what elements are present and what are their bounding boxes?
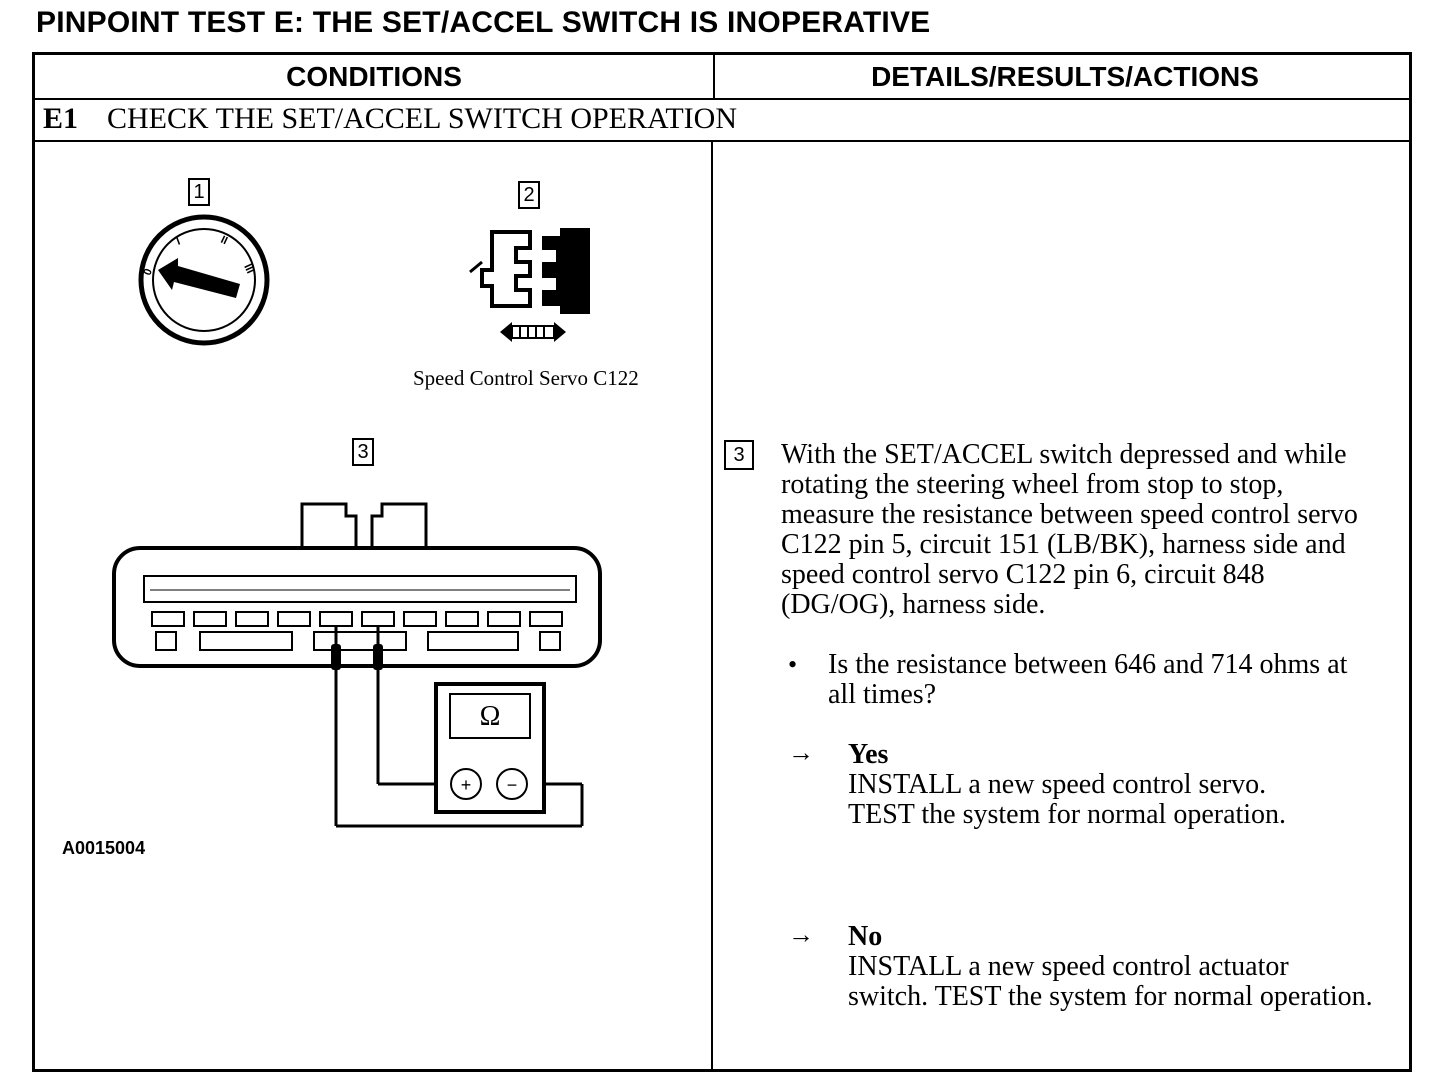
conditions-header: CONDITIONS xyxy=(286,60,462,92)
no-label: No xyxy=(848,921,883,952)
plus-terminal: + xyxy=(461,775,472,795)
instruction-line: rotating the steering wheel from stop to… xyxy=(781,469,1284,500)
details-header: DETAILS/RESULTS/ACTIONS xyxy=(871,60,1259,92)
header-divider xyxy=(713,55,715,98)
ignition-switch-icon: 0 I II III xyxy=(138,214,270,346)
callout-1: 1 xyxy=(188,178,210,206)
instruction-line: With the SET/ACCEL switch depressed and … xyxy=(781,439,1347,470)
question-line: all times? xyxy=(828,679,937,710)
yes-action-line: TEST the system for normal operation. xyxy=(848,799,1287,830)
yes-action-line: INSTALL a new speed control servo. xyxy=(848,769,1267,800)
yes-result: Yes INSTALL a new speed control servo. T… xyxy=(848,740,1286,830)
ignition-mark-1: I xyxy=(175,235,182,247)
servo-connector-disconnect-icon xyxy=(469,228,590,342)
step-number: E1 xyxy=(43,102,79,135)
servo-caption: Speed Control Servo C122 xyxy=(413,366,639,390)
no-arrow-icon: → xyxy=(788,920,814,949)
instruction-line: measure the resistance between speed con… xyxy=(781,499,1358,530)
ignition-mark-2: II xyxy=(219,234,230,247)
question-line: Is the resistance between 646 and 714 oh… xyxy=(828,649,1348,680)
page-title: PINPOINT TEST E: THE SET/ACCEL SWITCH IS… xyxy=(36,6,931,39)
minus-terminal: − xyxy=(507,775,518,795)
instruction-line: C122 pin 5, circuit 151 (LB/BK), harness… xyxy=(781,529,1346,560)
figure-id: A0015004 xyxy=(62,838,146,858)
step-row: E1 CHECK THE SET/ACCEL SWITCH OPERATION xyxy=(35,100,1409,142)
callout-3-details: 3 xyxy=(724,440,754,470)
column-divider xyxy=(711,142,713,1072)
yes-label: Yes xyxy=(848,739,889,770)
question-text: Is the resistance between 646 and 714 oh… xyxy=(828,650,1347,710)
ohm-symbol: Ω xyxy=(480,701,501,732)
no-action-line: INSTALL a new speed control actuator xyxy=(848,951,1289,982)
ignition-mark-0: 0 xyxy=(142,267,155,277)
yes-arrow-icon: → xyxy=(788,738,814,767)
bullet: • xyxy=(788,650,798,679)
step-title: CHECK THE SET/ACCEL SWITCH OPERATION xyxy=(107,102,737,135)
pinpoint-test-table: CONDITIONS DETAILS/RESULTS/ACTIONS E1 CH… xyxy=(32,52,1412,1072)
callout-3-diagram: 3 xyxy=(352,438,374,466)
no-action-line: switch. TEST the system for normal opera… xyxy=(848,981,1373,1012)
instruction-line: (DG/OG), harness side. xyxy=(781,589,1046,620)
instruction-text: With the SET/ACCEL switch depressed and … xyxy=(781,440,1358,620)
meter-leads xyxy=(331,626,584,828)
ohmmeter-icon: Ω + − xyxy=(434,682,546,814)
c122-connector-face xyxy=(112,502,602,668)
table-header-row: CONDITIONS DETAILS/RESULTS/ACTIONS xyxy=(35,55,1409,100)
callout-2: 2 xyxy=(518,181,540,209)
no-result: No INSTALL a new speed control actuator … xyxy=(848,922,1373,1012)
instruction-line: speed control servo C122 pin 6, circuit … xyxy=(781,559,1265,590)
